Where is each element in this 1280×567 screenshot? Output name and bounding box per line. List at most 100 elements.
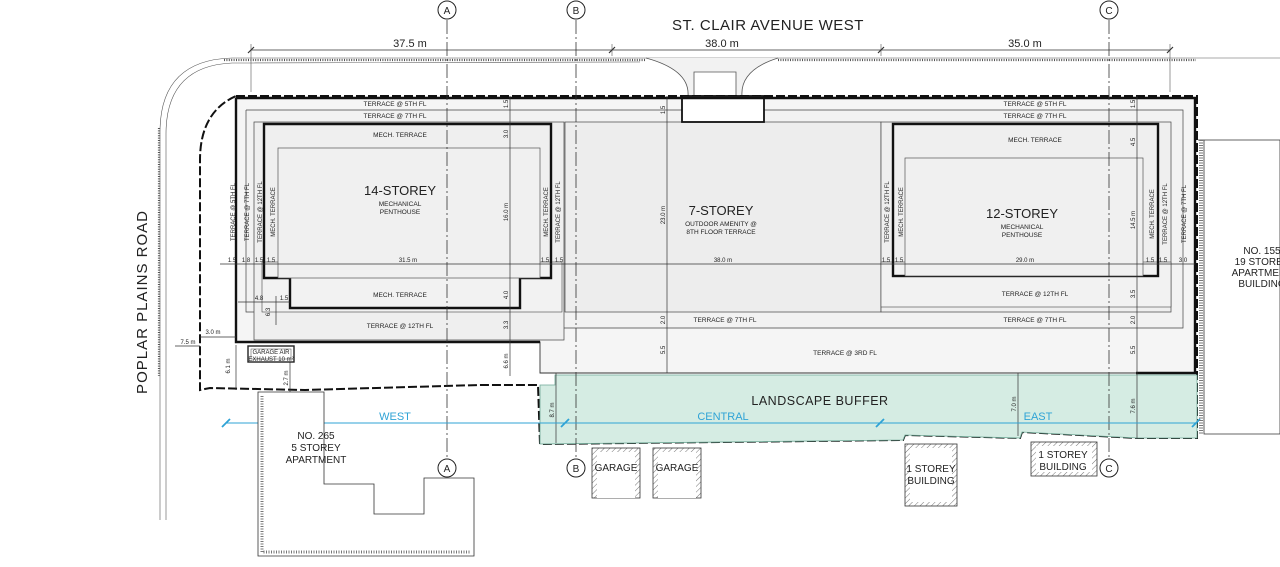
svg-text:APARTMENT: APARTMENT [1232, 268, 1280, 279]
west-tower-sub1: MECHANICAL [379, 201, 422, 208]
central-block-sub1: OUTDOOR AMENITY @ [685, 221, 757, 228]
dim-west-width: 37.5 m [393, 38, 427, 50]
zone-label-central: CENTRAL [697, 411, 748, 423]
svg-text:A: A [444, 6, 451, 17]
svg-text:A: A [444, 464, 451, 475]
vertical-dimension-lines [509, 96, 1138, 443]
dim-7-5-setback: 7.5 m [180, 340, 195, 346]
dim-1-5-h: 1.5 [1146, 258, 1155, 264]
vlabel-terrace-12th-east-left: TERRACE @ 12TH FL [885, 181, 891, 243]
west-corner-dimensions [175, 296, 291, 392]
east-tower-penthouse [904, 157, 1144, 277]
vlabel-mech-terrace-west: MECH. TERRACE [271, 187, 277, 237]
svg-text:19 STOREY: 19 STOREY [1235, 257, 1280, 268]
dim-1-5-c: 1.5 [267, 258, 276, 264]
dim-central-width: 38.0 m [705, 38, 739, 50]
vlabel-terrace-5th-west: TERRACE @ 5TH FL [231, 182, 237, 241]
dim-1-5-b: 1.5 [255, 258, 264, 264]
vdim-7-0-east: 7.0 m [1012, 396, 1018, 411]
dim-1-8: 1.8 [242, 258, 251, 264]
dim-38: 38.0 m [714, 258, 732, 264]
svg-text:APARTMENT: APARTMENT [286, 455, 347, 466]
label-terrace-3rd: TERRACE @ 3RD FL [813, 350, 877, 357]
grid-axes [446, 20, 1110, 458]
vdim-1-5-central: 1.5 [661, 105, 667, 114]
svg-text:NO. 155: NO. 155 [1243, 246, 1280, 257]
dim-3-0-right: 3.0 [1179, 258, 1188, 264]
vdim-16-west: 16.0 m [504, 203, 510, 221]
neighbour-no-155: NO. 155 19 STOREY APARTMENT BUILDING [1198, 139, 1280, 435]
grid-marker-c-top: C [1099, 0, 1119, 20]
neighbour-1-storey-a: 1 STOREY BUILDING [904, 443, 958, 507]
svg-text:BUILDING: BUILDING [1039, 462, 1086, 473]
central-block-title: 7-STOREY [689, 203, 754, 218]
street-label-west: POPLAR PLAINS ROAD [134, 210, 151, 394]
vdim-6-6-west: 6.6 m [504, 353, 510, 368]
street-edge [157, 57, 1280, 520]
svg-text:GARAGE AIR: GARAGE AIR [252, 350, 290, 356]
dim-1-5-d: 1.5 [541, 258, 550, 264]
top-dimension-string [247, 44, 1174, 92]
grid-marker-c-bottom: C [1099, 458, 1119, 478]
dim-1-5-e: 1.5 [555, 258, 564, 264]
vdim-1-5-west-top: 1.5 [504, 99, 510, 108]
vdim-5-5-central: 5.5 [661, 345, 667, 354]
dim-east-width: 35.0 m [1008, 38, 1042, 50]
zone-label-east: EAST [1024, 411, 1053, 423]
dim-3m-setback: 3.0 m [205, 330, 220, 336]
label-terrace-5th-east: TERRACE @ 5TH FL [1004, 101, 1067, 108]
dim-31-5: 31.5 m [399, 258, 417, 264]
dim-1-5-a: 1.5 [228, 258, 237, 264]
neighbour-1-storey-b: 1 STOREY BUILDING [1030, 441, 1098, 477]
central-7-storey-block [564, 121, 882, 313]
vdim-3-5-east: 3.5 [1131, 289, 1137, 298]
vdim-6-3: 6.3 [266, 307, 272, 316]
zone-label-west: WEST [379, 411, 411, 423]
label-terrace-12th-east: TERRACE @ 12TH FL [1002, 291, 1069, 298]
grid-marker-a-top: A [437, 0, 457, 20]
svg-text:B: B [573, 464, 580, 475]
label-terrace-5th-west: TERRACE @ 5TH FL [364, 101, 427, 108]
vdim-2-0-central: 2.0 [661, 315, 667, 324]
vlabel-terrace-12th-west: TERRACE @ 12TH FL [258, 181, 264, 243]
neighbour-garage-2: GARAGE [652, 447, 702, 499]
landscape-buffer-label: LANDSCAPE BUFFER [751, 394, 888, 408]
label-terrace-7th-central: TERRACE @ 7TH FL [694, 317, 757, 324]
vdim-23-central: 23.0 m [661, 206, 667, 224]
east-tower-sub2: PENTHOUSE [1002, 232, 1043, 239]
grid-marker-b-bottom: B [566, 458, 586, 478]
street-label-north: ST. CLAIR AVENUE WEST [672, 17, 864, 34]
label-mech-terrace-east: MECH. TERRACE [1008, 137, 1062, 144]
grid-marker-a-bottom: A [437, 458, 457, 478]
vlabel-mech-terrace-west-right: MECH. TERRACE [544, 187, 550, 237]
svg-text:BUILDING: BUILDING [907, 476, 954, 487]
grid-marker-b-top: B [566, 0, 586, 20]
dim-29: 29.0 m [1016, 258, 1034, 264]
vdim-5-5-east: 5.5 [1131, 345, 1137, 354]
central-block-sub2: 8TH FLOOR TERRACE [686, 229, 756, 236]
neighbour-no-265: NO. 265 5 STOREY APARTMENT [257, 391, 475, 557]
neighbour-garage-1: GARAGE [591, 447, 641, 499]
vdim-3-3-west: 3.3 [504, 320, 510, 329]
vlabel-terrace-12th-west-right: TERRACE @ 12TH FL [556, 181, 562, 243]
label-terrace-7th-east-bottom: TERRACE @ 7TH FL [1004, 317, 1067, 324]
central-court [681, 95, 765, 123]
vlabel-terrace-7th-east-right: TERRACE @ 7TH FL [1182, 184, 1188, 243]
west-tower-penthouse [277, 147, 541, 279]
vdim-4-5-east: 4.5 [1131, 137, 1137, 146]
vdim-8-7-central: 8.7 m [550, 402, 556, 417]
vdim-4-0-west: 4.0 [504, 290, 510, 299]
dim-1-5-i: 1.5 [1159, 258, 1168, 264]
dim-4-8: 4.8 [255, 296, 264, 302]
svg-text:1 STOREY: 1 STOREY [1038, 450, 1088, 461]
garage-air-exhaust: GARAGE AIR EXHAUST 10 m² [247, 345, 295, 363]
east-tower-title: 12-STOREY [986, 206, 1058, 221]
svg-text:5 STOREY: 5 STOREY [291, 443, 341, 454]
svg-text:EXHAUST 10 m²: EXHAUST 10 m² [248, 357, 293, 363]
label-mech-terrace-west-bottom: MECH. TERRACE [373, 292, 427, 299]
vdim-6-1: 6.1 m [226, 358, 232, 373]
vdim-7-6-east: 7.6 m [1131, 398, 1137, 413]
vdim-3-0-west: 3.0 [504, 129, 510, 138]
vlabel-mech-terrace-east-right: MECH. TERRACE [1150, 189, 1156, 239]
